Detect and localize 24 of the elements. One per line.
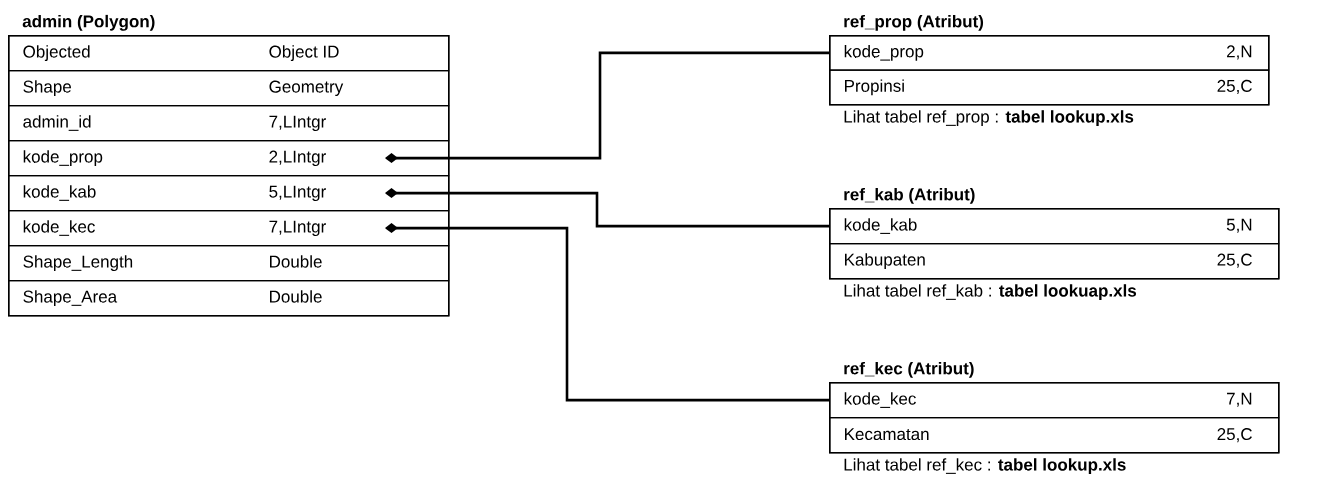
connector <box>385 51 829 164</box>
node-label: ref_kab (Atribut) <box>844 187 975 204</box>
note: Lihat tabel ref_kab : tabel lookuap.xls <box>844 284 1137 301</box>
table-row: kode_prop 2,LIntgr <box>8 140 450 177</box>
table-row: kode_kab 5,N <box>829 208 1280 245</box>
note: Lihat tabel ref_prop : tabel lookup.xls <box>844 110 1134 127</box>
table-row: Propinsi 25,C <box>829 69 1270 106</box>
table-row: kode_kec 7,LIntgr <box>8 210 450 247</box>
table-row: kode_kec 7,N <box>829 382 1280 419</box>
table-row: Kecamatan 25,C <box>829 417 1280 454</box>
node-label: admin (Polygon) <box>22 14 155 31</box>
table-row: Shape Geometry <box>8 70 450 107</box>
table-row: Shape_Length Double <box>8 245 450 282</box>
connector <box>385 188 829 228</box>
note: Lihat tabel ref_kec : tabel lookup.xls <box>844 458 1126 475</box>
table-row: kode_kab 5,LIntgr <box>8 175 450 212</box>
table-row: kode_prop 2,N <box>829 35 1270 71</box>
table-row: Shape_Area Double <box>8 280 450 317</box>
node-label: ref_prop (Atribut) <box>844 14 984 31</box>
node-label: ref_kec (Atribut) <box>844 361 974 378</box>
table-row: Objected Object ID <box>8 35 450 72</box>
table-row: Kabupaten 25,C <box>829 243 1280 280</box>
connector <box>385 223 829 402</box>
table-row: admin_id 7,LIntgr <box>8 105 450 142</box>
